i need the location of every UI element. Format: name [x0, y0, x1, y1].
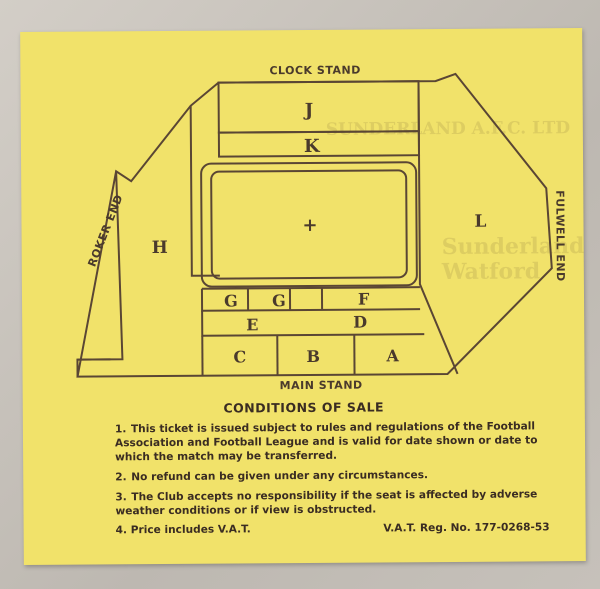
section-label-d: D	[353, 313, 367, 332]
conditions-of-sale: CONDITIONS OF SALE 1. This ticket is iss…	[23, 398, 586, 537]
condition-text: No refund can be given under any circums…	[131, 469, 429, 484]
section-label-c: C	[233, 347, 246, 366]
conditions-title: CONDITIONS OF SALE	[223, 399, 385, 416]
section-label-j: J	[303, 100, 314, 121]
section-label-l: L	[474, 212, 486, 232]
main-stand-label: MAIN STAND	[280, 379, 363, 393]
section-label-h: H	[152, 238, 168, 258]
price-includes-vat: 4. Price includes V.A.T.	[115, 523, 251, 537]
clock-stand-label: CLOCK STAND	[269, 64, 360, 78]
conditions-list: 1. This ticket is issued subject to rule…	[23, 419, 586, 519]
section-label-a: A	[385, 346, 399, 365]
section-label-k: K	[304, 136, 321, 157]
section-label-g2: G	[272, 291, 286, 310]
condition-item: 1. This ticket is issued subject to rule…	[23, 419, 585, 465]
ground-map: J K H L + G G F E D C B A CLOCK STAND MA…	[76, 64, 567, 393]
pitch-surround	[200, 161, 418, 288]
condition-number: 1.	[114, 423, 127, 436]
section-j-block	[217, 80, 420, 134]
ground-outline	[76, 72, 553, 378]
section-label-f: F	[358, 290, 370, 309]
condition-number: 2.	[115, 471, 127, 484]
condition-number: 3.	[115, 491, 127, 504]
condition-text: This ticket is issued subject to rules a…	[114, 420, 538, 464]
ticket: SUNDERLAND A.F.C. LTD Sunderland Watford	[20, 28, 586, 565]
pitch-centre-mark: +	[302, 215, 317, 236]
section-label-g1: G	[224, 291, 238, 310]
condition-item: 2. No refund can be given under any circ…	[23, 467, 585, 485]
fulwell-end-label: FULWELL END	[553, 190, 567, 282]
section-label-b: B	[306, 347, 320, 366]
pitch	[210, 169, 408, 280]
section-label-e: E	[246, 315, 258, 334]
condition-text: The Club accepts no responsibility if th…	[115, 488, 538, 518]
vat-registration-number: V.A.T. Reg. No. 177-0268-53	[383, 521, 550, 535]
price-vat-row: 4. Price includes V.A.T. V.A.T. Reg. No.…	[24, 521, 586, 537]
condition-item: 3. The Club accepts no responsibility if…	[23, 487, 585, 519]
